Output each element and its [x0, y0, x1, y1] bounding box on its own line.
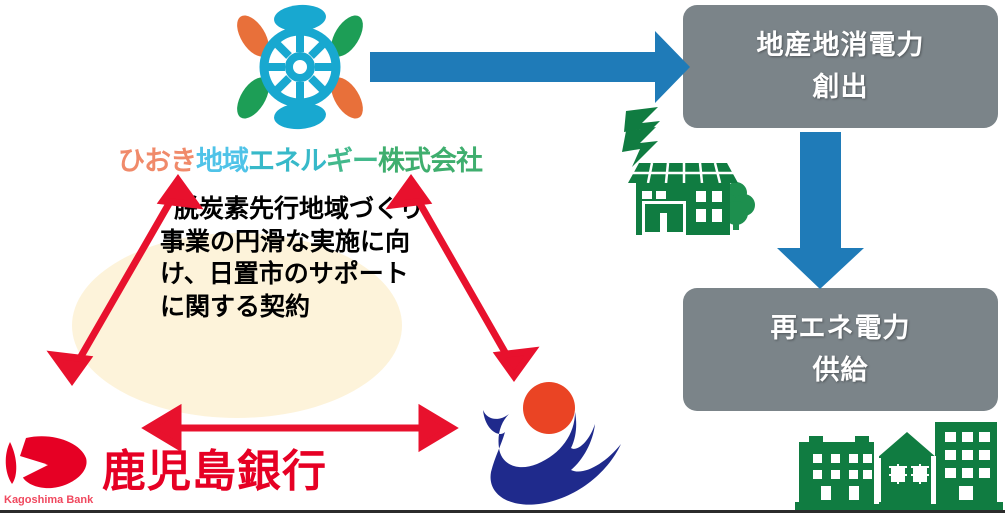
- bank-name-en: Kagoshima Bank: [4, 494, 94, 506]
- bank-name-ja: 鹿児島銀行: [102, 447, 327, 496]
- box-supply-line2: 供給: [812, 354, 869, 385]
- company-name-seg-5: 株式会社: [378, 146, 483, 176]
- arrow-create-to-supply: [777, 132, 864, 289]
- hioki-city-logo: [465, 372, 640, 510]
- box-local-power-creation: 地産地消電力 創出: [683, 5, 998, 128]
- company-name-seg-4: ギー: [326, 146, 379, 176]
- lightning-bolt-icon: [622, 107, 660, 167]
- company-name-text: ひおき地域エネルギー株式会社: [118, 139, 488, 178]
- box-create-line1: 地産地消電力: [756, 29, 925, 60]
- company-name-seg-3: エネル: [248, 146, 327, 176]
- company-name-seg-1: ひおき: [118, 146, 197, 176]
- company-name-seg-2: 地域: [196, 146, 249, 176]
- solar-house-icon: [612, 105, 762, 240]
- city-buildings-icon: [795, 418, 1003, 510]
- contract-description-text: 脱炭素先行地域づくり事業の円滑な実施に向け、日置市のサポートに関する契約: [160, 195, 425, 321]
- box-create-line2: 創出: [812, 71, 869, 102]
- box-supply-line1: 再エネ電力: [770, 312, 911, 343]
- box-renewable-power-supply: 再エネ電力 供給: [683, 288, 998, 411]
- kagoshima-bank-mark: [5, 436, 87, 489]
- hioki-energy-wheel-logo: [225, 2, 375, 132]
- arrow-energy-flow: [370, 31, 690, 103]
- kagoshima-bank-logo: 鹿児島銀行 Kagoshima Bank: [2, 432, 332, 510]
